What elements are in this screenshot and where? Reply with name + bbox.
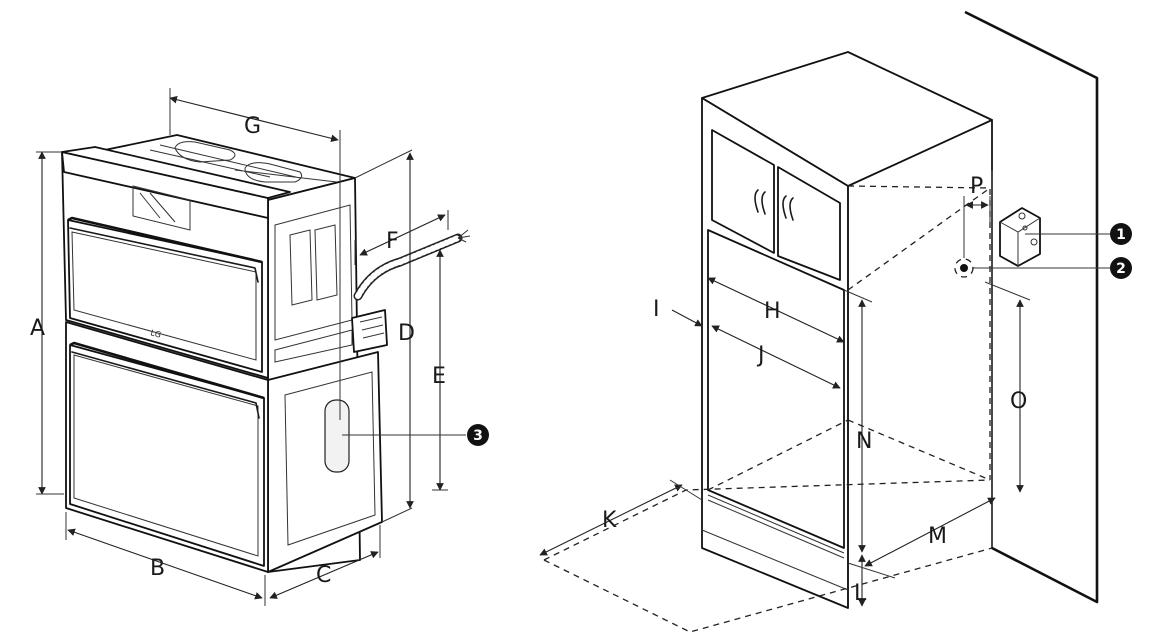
cabinet (543, 51, 1041, 633)
left-labels: A B C D E F G 3 (30, 114, 489, 588)
callout-3-text: 3 (473, 428, 483, 444)
callout-2-text: 2 (1116, 261, 1126, 277)
label-l: L (854, 581, 867, 606)
left-dimensions (36, 88, 466, 606)
label-d: D (398, 321, 415, 346)
callout-1-text: 1 (1116, 227, 1126, 243)
display-window (132, 185, 191, 231)
label-k: K (602, 508, 617, 533)
upper-door-left (711, 129, 775, 254)
microwave-handle (67, 216, 263, 264)
label-m: M (928, 524, 947, 549)
callout-1-marker (1110, 223, 1132, 245)
label-n: N (856, 429, 872, 454)
electrical-conduit (355, 235, 461, 299)
right-dimensions (539, 196, 1110, 607)
brand-logo: LG (149, 328, 162, 339)
label-p: P (970, 174, 983, 199)
callout-2-marker (1110, 257, 1132, 279)
oven-handle (69, 341, 265, 400)
label-g: G (244, 114, 261, 139)
label-h: H (764, 299, 781, 324)
callout-3-marker (467, 424, 489, 446)
label-j: J (756, 343, 765, 368)
label-e: E (432, 364, 446, 389)
wall (964, 10, 1099, 604)
label-b: B (150, 556, 165, 581)
label-c: C (316, 563, 331, 588)
label-i: I (653, 297, 660, 322)
label-o: O (1010, 389, 1027, 414)
wall-junction-box (999, 207, 1041, 267)
label-f: F (386, 229, 399, 254)
oven-unit: LG (61, 134, 471, 573)
right-labels: H I J K L M N O P 1 2 (602, 174, 1132, 606)
label-a: A (30, 316, 45, 341)
